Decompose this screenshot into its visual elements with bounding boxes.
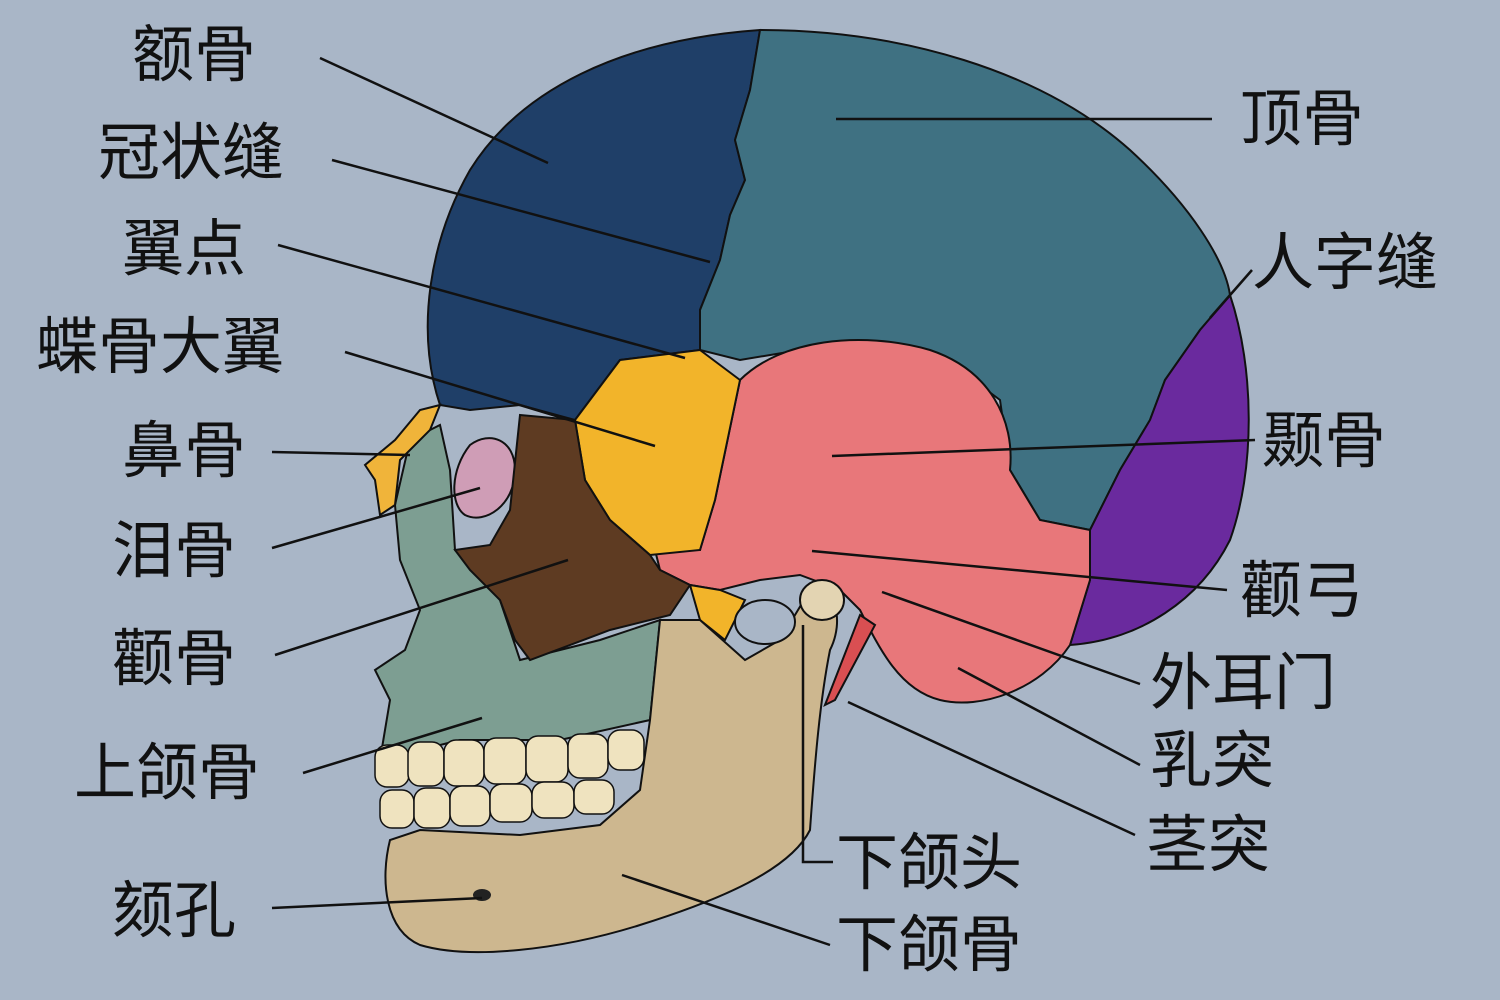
label-mandible: 下颌骨 [836,908,1023,981]
leader-sphenoid [344,350,656,448]
label-temporal: 颞骨 [1262,404,1387,477]
leader-mandibular-head [801,625,833,864]
leader-mental [271,896,483,910]
leader-frontal [319,56,549,165]
label-zygomatic: 颧骨 [112,622,237,695]
meatus-hole [734,599,796,645]
mandible-bone [384,588,839,954]
label-frontal: 额骨 [132,18,257,91]
leader-lacrimal [271,486,481,550]
leader-styloid [847,700,1136,837]
label-lambdoid-suture: 人字缝 [1252,226,1439,299]
leader-nasal [271,450,411,457]
leader-lines [271,56,1256,947]
zygomatic-bone [453,413,692,662]
leader-arch [811,549,1228,592]
styloid-process [823,613,877,708]
leader-pterion [277,243,686,360]
nasal-bone [363,403,442,517]
leader-maxilla [302,716,483,775]
lower-teeth [379,779,615,829]
mandibular-head-shape [799,579,845,621]
upper-teeth [374,729,645,788]
leader-temporal [831,438,1256,458]
label-mental-foramen: 颏孔 [112,874,237,947]
label-mastoid-process: 乳突 [1150,724,1275,797]
leader-mastoid [957,666,1141,767]
leader-coronal [331,158,711,264]
leader-mandible [621,873,831,947]
lacrimal-bone [453,437,517,519]
label-greater-wing-sphenoid: 蝶骨大翼 [36,310,285,383]
label-styloid-process: 茎突 [1146,808,1271,881]
leader-meatus [881,590,1141,686]
leader-lambdoid [1209,269,1253,319]
label-zygomatic-arch: 颧弓 [1240,554,1365,627]
label-nasal: 鼻骨 [122,414,247,487]
label-lacrimal: 泪骨 [112,514,237,587]
label-parietal: 顶骨 [1240,82,1365,155]
leader-zygomatic [274,558,569,657]
label-external-acoustic-meatus: 外耳门 [1150,646,1337,719]
label-mandibular-head: 下颌头 [836,826,1023,899]
label-coronal-suture: 冠状缝 [98,116,285,189]
label-maxilla: 上颌骨 [74,736,261,809]
label-pterion: 翼点 [122,212,247,285]
